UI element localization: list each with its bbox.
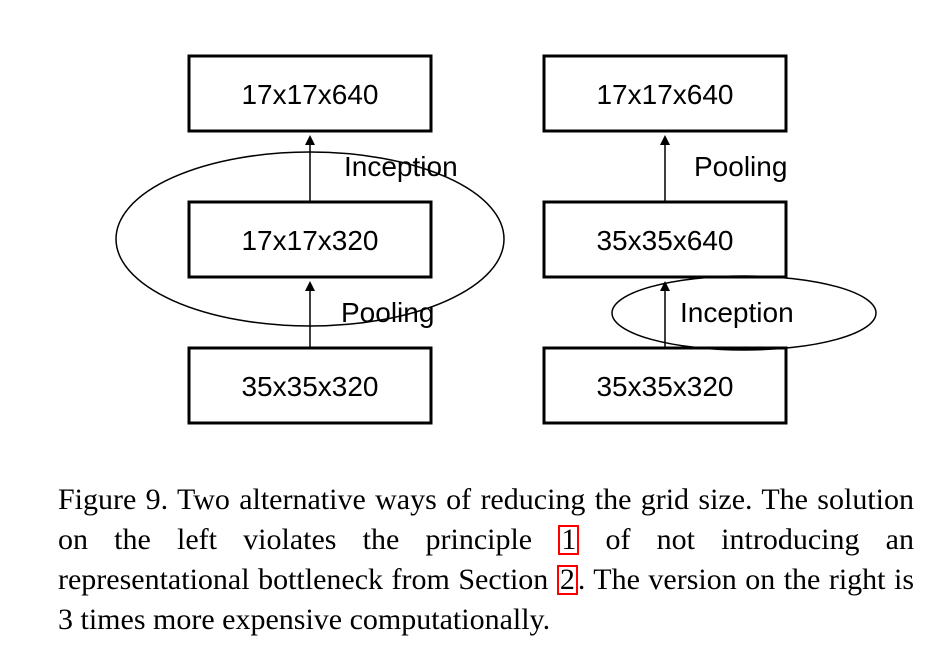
right-top-box [542,54,788,133]
left-lower-label: Pooling [341,297,434,328]
right-top-box-label: 17x17x640 [596,79,733,110]
left-diagram: 17x17x640 17x17x320 35x35x320 Inception … [115,54,505,425]
left-top-box-label: 17x17x640 [241,79,378,110]
grid-reduction-diagram: 17x17x640 17x17x320 35x35x320 Inception … [115,54,877,425]
caption-text-3: . The version on the right is 3 times mo… [58,563,915,636]
left-upper-label: Inception [344,151,458,182]
left-mid-box [187,200,433,279]
left-mid-box-label: 17x17x320 [241,225,378,256]
left-inception-ellipse [115,151,505,327]
right-lower-label: Inception [680,297,794,328]
left-bottom-box-label: 35x35x320 [241,371,378,402]
right-bottom-box-label: 35x35x320 [596,371,733,402]
caption-text-2: of not introducing an representational b… [58,523,914,596]
right-mid-box-label: 35x35x640 [596,225,733,256]
caption-text-1: Figure 9. Two alternative ways of reduci… [58,483,914,556]
right-upper-label: Pooling [694,151,787,182]
right-inception-ellipse [611,275,877,351]
left-top-box [187,54,433,133]
section-reference-link[interactable]: 2 [556,565,578,595]
principle-reference-link[interactable]: 1 [558,525,580,555]
figure-caption: Figure 9. Two alternative ways of reduci… [58,480,914,640]
right-diagram: 17x17x640 35x35x640 35x35x320 Pooling In… [542,54,877,425]
